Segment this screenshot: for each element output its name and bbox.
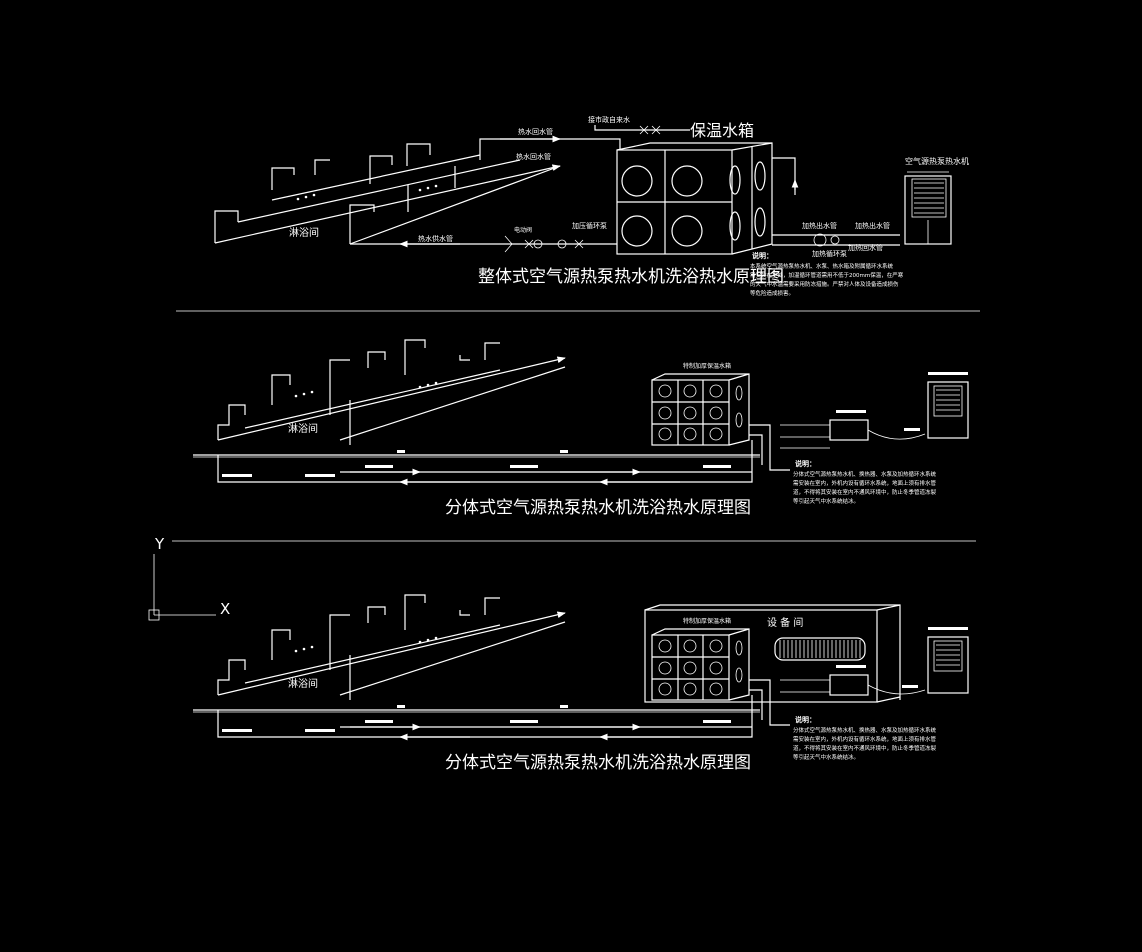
return-pipe-label: 热水回水管 — [518, 127, 553, 136]
shower-stairs-1: 淋浴间 — [214, 143, 561, 245]
note-2: 说明： 分体式空气源热泵热水机、换热器、水泵及加热循环水系统 需安装在室内，外机… — [793, 459, 937, 505]
note-line: 道，不得将其安装在室内不通风环境中，防止冬季管道冻裂 — [793, 744, 937, 752]
note-line: 等危险造成损害。 — [750, 289, 794, 297]
ucs-x-label: X — [220, 600, 230, 618]
room-label: 淋浴间 — [288, 677, 318, 690]
room-label: 淋浴间 — [288, 422, 318, 435]
diagram-3: 淋浴间 设 备 间 特制加厚保温水箱 — [193, 594, 969, 773]
heat-pump-unit-3 — [927, 627, 969, 694]
note-1: 说明： 本系统空气源热泵热水机、水泵、热水箱及附属循环水系统 需安装在室外，加温… — [750, 251, 904, 297]
diagram-1: 淋浴间 热水回水管 热水回水管 接市政自来水 保温水箱 热水供水管 加 — [214, 115, 969, 297]
ucs-icon: Y X — [148, 535, 230, 621]
tank-label: 特制加厚保温水箱 — [683, 362, 731, 370]
note-line: 的天气中水温需要采用防冻措施。严禁对人体及设备造成损伤 — [750, 280, 899, 288]
equip-room-label: 设 备 间 — [767, 616, 803, 629]
note-title: 说明： — [795, 459, 816, 468]
diagram-title: 整体式空气源热泵热水机洗浴热水原理图 — [478, 267, 784, 287]
tank-label: 保温水箱 — [690, 121, 754, 140]
note-line: 本系统空气源热泵热水机、水泵、热水箱及附属循环水系统 — [750, 262, 894, 270]
heat-pump-loop-label: 加热循环泵 — [812, 249, 847, 258]
hot-supply-label: 热水供水管 — [418, 234, 453, 243]
note-line: 等引起天气中水系统结冰。 — [793, 497, 859, 505]
note-line: 需安装在室内，外机内设有循环水系统，地面上须有排水管 — [793, 479, 937, 487]
diagram-2: 淋浴间 特制加厚保温水箱 — [193, 339, 969, 518]
pump-set-1 — [504, 235, 584, 253]
note-line: 需安装在室外，加温循环管道需用不低于200mm保温，在严寒 — [750, 271, 904, 279]
heat-pump-unit-2 — [927, 372, 969, 439]
ucs-y-label: Y — [154, 535, 165, 553]
circ-pump-label: 加压循环泵 — [572, 221, 607, 230]
note-title: 说明： — [752, 251, 773, 260]
heat-ret-label: 加热回水管 — [848, 243, 883, 252]
diagram-title: 分体式空气源热泵热水机洗浴热水原理图 — [445, 753, 751, 773]
insulated-tank-2: 特制加厚保温水箱 — [651, 362, 750, 446]
note-line: 需安装在室内，外机内设有循环水系统，地面上须有排水管 — [793, 735, 937, 743]
tank-label: 特制加厚保温水箱 — [683, 617, 731, 625]
shower-stairs-3: 淋浴间 — [217, 594, 566, 700]
shower-stairs-2: 淋浴间 — [217, 339, 566, 445]
note-line: 道，不得将其安装在室内不通风环境中，防止冬季管道冻裂 — [793, 488, 937, 496]
note-line: 等引起天气中水系统结冰。 — [793, 753, 859, 761]
room-label: 淋浴间 — [289, 226, 319, 239]
diagram-title: 分体式空气源热泵热水机洗浴热水原理图 — [445, 498, 751, 518]
insulated-tank-3: 特制加厚保温水箱 — [651, 617, 750, 701]
return-pipe-label-2: 热水回水管 — [516, 152, 551, 161]
note-3: 说明： 分体式空气源热泵热水机、换热器、水泵及加热循环水系统 需安装在室内，外机… — [793, 715, 937, 761]
heat-out-label: 加热出水管 — [855, 221, 890, 230]
makeup-label: 接市政自来水 — [588, 115, 630, 124]
heat-pump-unit-1: 空气源热泵热水机 — [904, 156, 969, 245]
note-line: 分体式空气源热泵热水机、换热器、水泵及加热循环水系统 — [793, 470, 937, 478]
insulated-tank-1: 保温水箱 — [616, 121, 773, 255]
unit-label: 空气源热泵热水机 — [905, 156, 969, 166]
note-line: 分体式空气源热泵热水机、换热器、水泵及加热循环水系统 — [793, 726, 937, 734]
equipment-room: 设 备 间 — [644, 604, 901, 703]
valve-label: 电动阀 — [514, 226, 532, 234]
note-title: 说明： — [795, 715, 816, 724]
heat-in-label: 加热出水管 — [802, 221, 837, 230]
